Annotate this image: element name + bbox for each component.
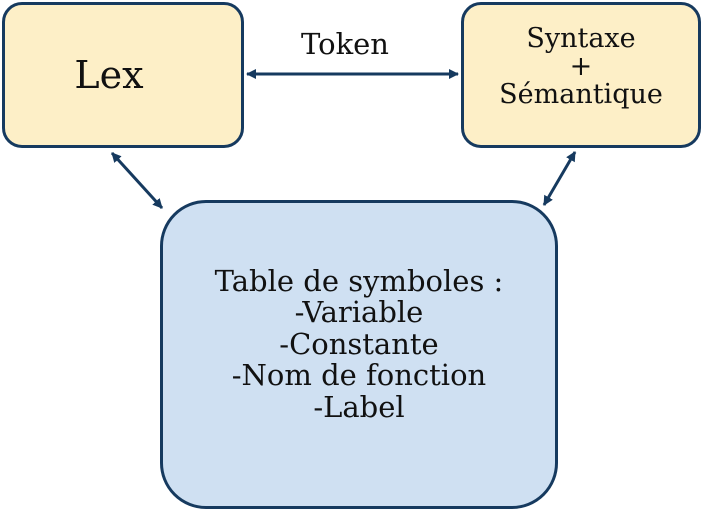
syntax-table-double-arrow (542, 151, 577, 206)
symbol-table-box: Table de symboles : -Variable -Constante… (160, 200, 558, 509)
lex-label: Lex (74, 53, 144, 97)
symbol-table-item: -Variable (294, 295, 424, 330)
semantic-line: Sémantique (499, 79, 663, 110)
token-label: Token (301, 27, 389, 61)
symbol-table-title: Table de symboles : (214, 263, 504, 298)
syntax-semantic-text: Syntaxe + Sémantique (499, 25, 663, 109)
lex-box: Lex (2, 2, 244, 148)
symbol-table-item: -Constante (279, 326, 439, 361)
symbol-table-text: Table de symboles : -Variable -Constante… (214, 263, 504, 424)
plus-line: + (569, 51, 593, 82)
symbol-table-item: -Label (313, 389, 405, 424)
symbol-table-item: -Nom de fonction (231, 358, 487, 393)
lex-table-double-arrow (110, 151, 164, 210)
syntax-line: Syntaxe (526, 23, 636, 54)
syntax-semantic-box: Syntaxe + Sémantique (461, 2, 701, 148)
